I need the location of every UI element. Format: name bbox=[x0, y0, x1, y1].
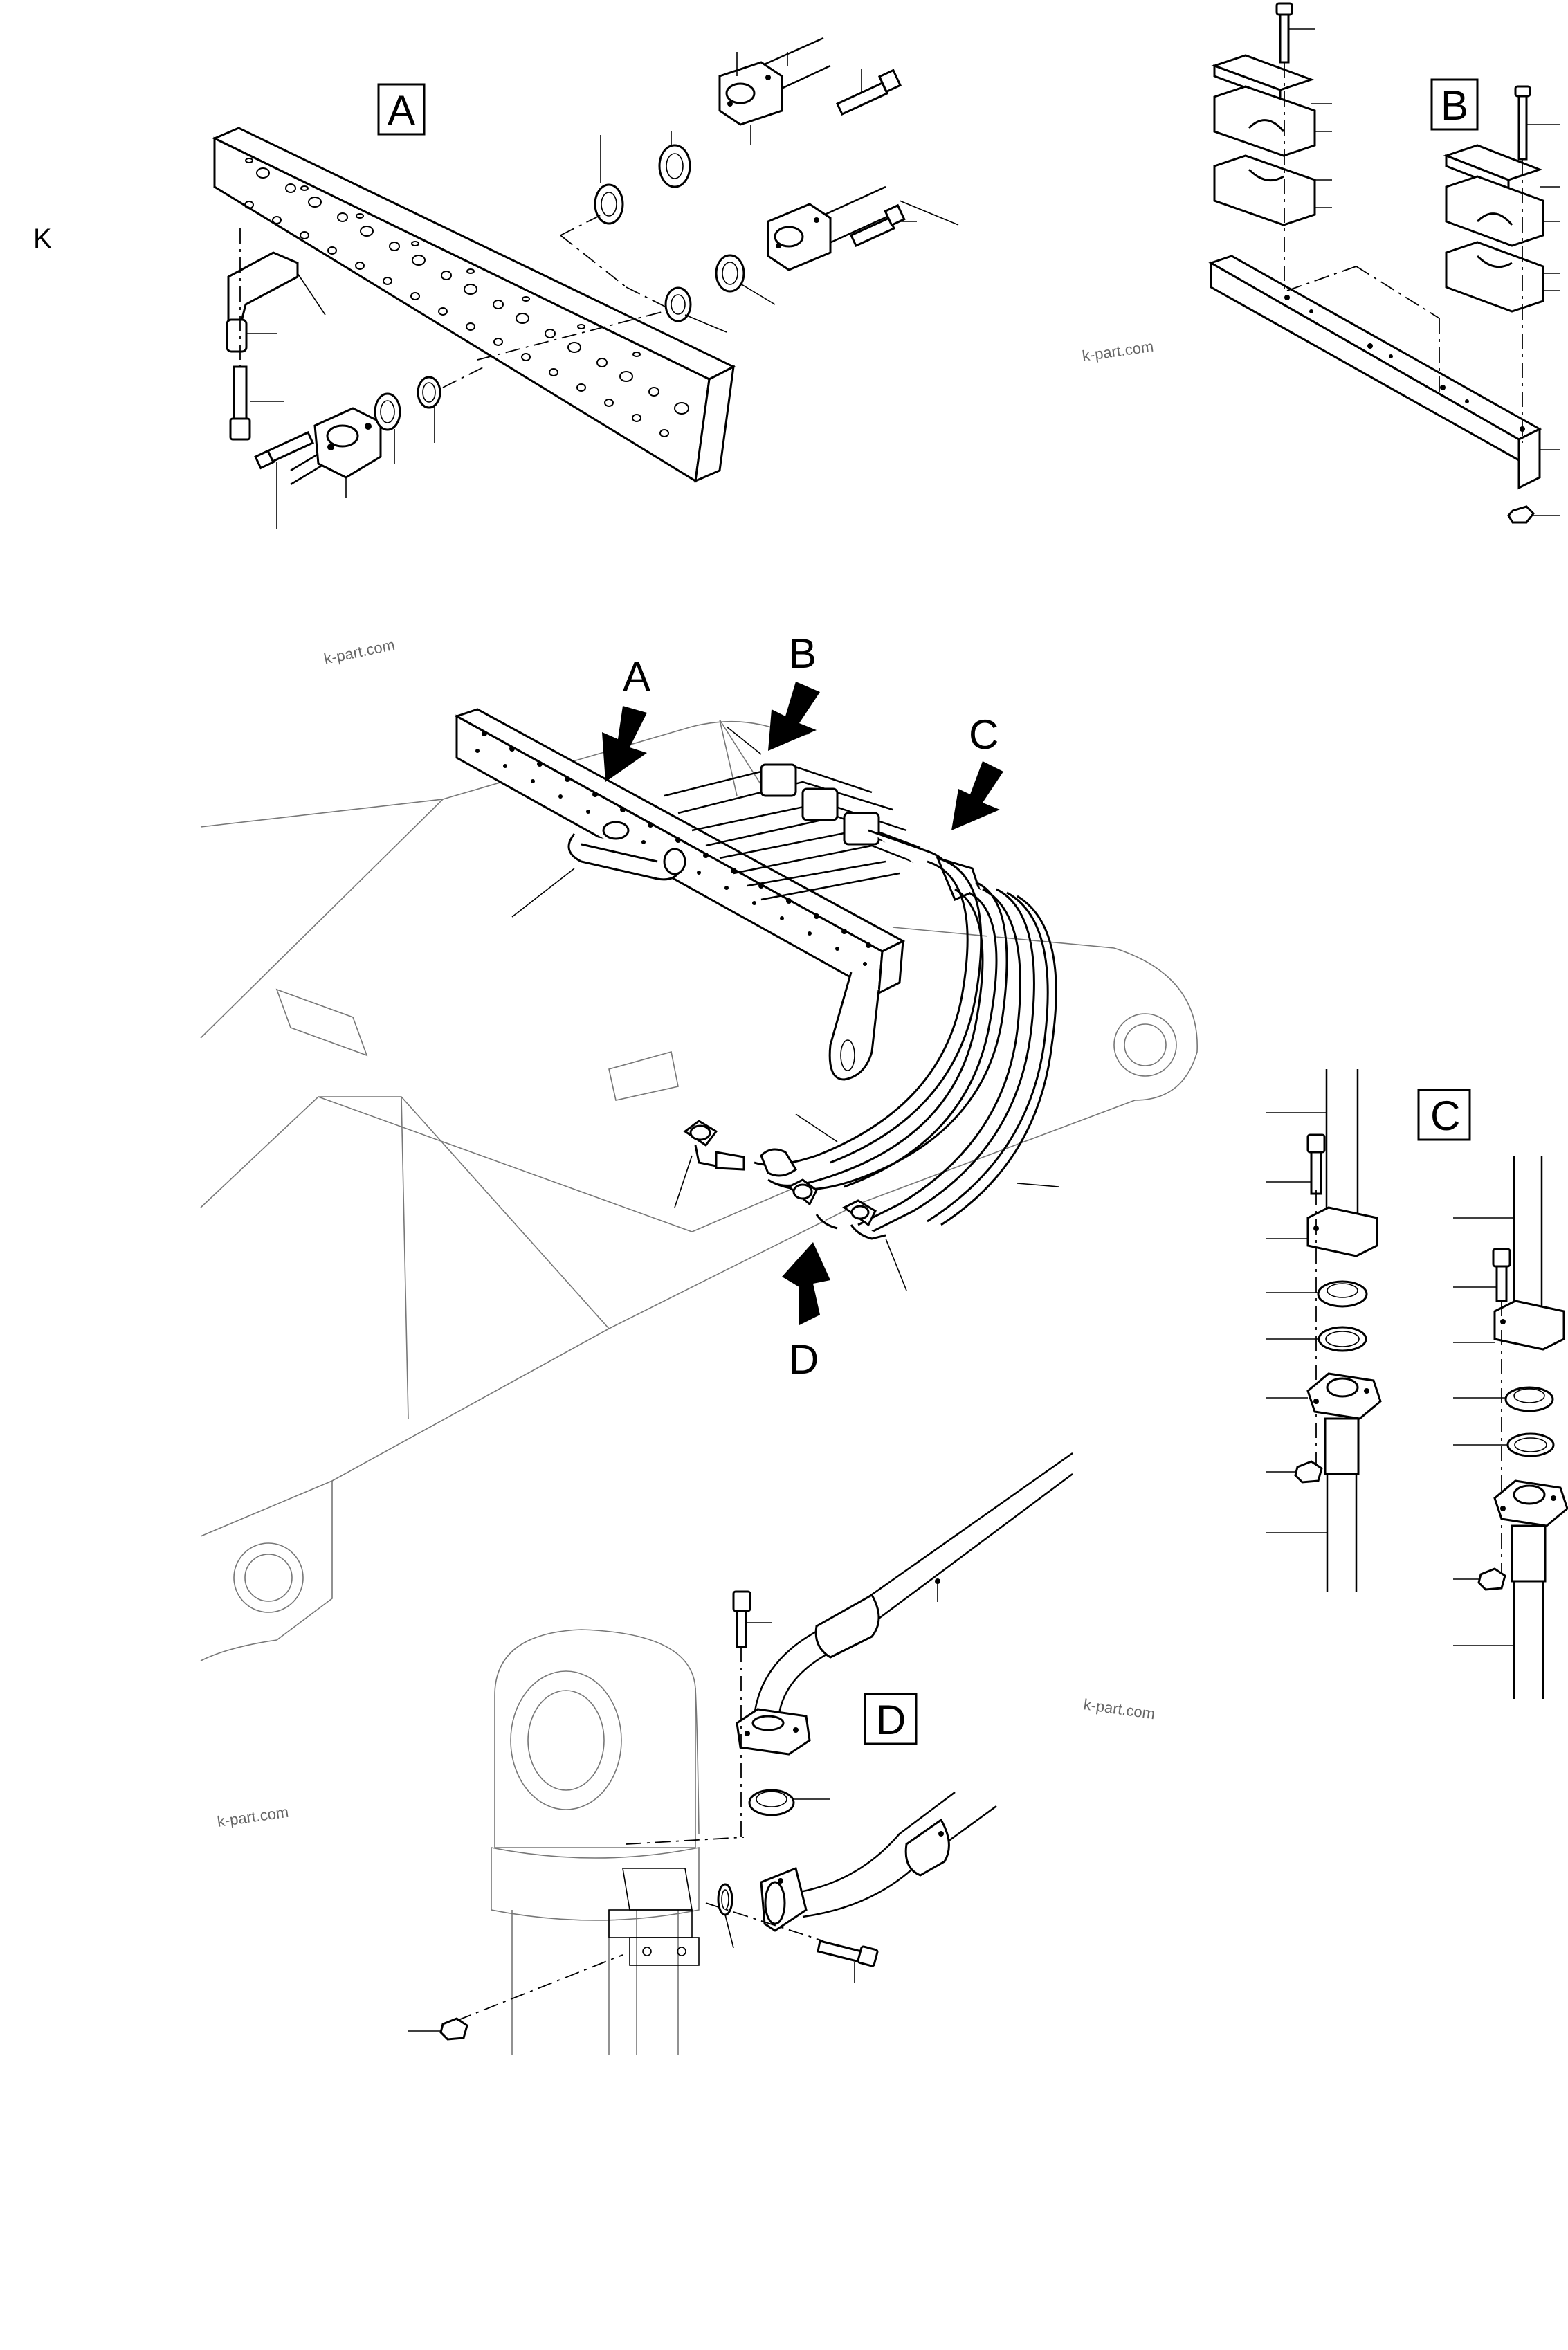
bolt-c-left bbox=[1266, 1133, 1326, 1467]
detail-d: D bbox=[408, 1452, 1073, 2055]
bolt-a-vertical bbox=[229, 228, 284, 441]
seal-c-right-1 bbox=[1453, 1386, 1554, 1412]
arm-body-outline bbox=[200, 719, 1198, 1661]
seal-ring-a-upper-4 bbox=[477, 286, 727, 361]
seal-c-right-2 bbox=[1453, 1432, 1555, 1457]
detail-c: C bbox=[1266, 1069, 1568, 1699]
detail-c-label: C bbox=[1430, 1093, 1460, 1139]
nut-d bbox=[408, 1954, 623, 2041]
hose-d-top bbox=[736, 1452, 1073, 1756]
detail-b-label: B bbox=[1441, 82, 1468, 129]
arrow-a-label: A bbox=[623, 653, 650, 700]
pipe-c-left bbox=[1266, 1069, 1378, 1257]
seal-d-side bbox=[717, 1883, 734, 1949]
bolt-d-top bbox=[732, 1590, 772, 1841]
clamp-stack-b-right bbox=[1286, 85, 1560, 443]
flange-a-lower bbox=[290, 407, 382, 498]
seal-ring-a-lower-1 bbox=[374, 392, 401, 464]
watermark-1: k-part.com bbox=[1081, 338, 1154, 365]
angle-bar-b bbox=[1208, 255, 1560, 490]
seal-ring-a-lower-2 bbox=[417, 366, 485, 443]
nut-b bbox=[1507, 505, 1560, 524]
bolt-a-upper-1 bbox=[836, 69, 902, 116]
bolt-a-upper-2 bbox=[850, 203, 917, 247]
cylinder-eye bbox=[491, 1629, 700, 2055]
bolt-a-horizontal bbox=[254, 431, 314, 529]
main-assembly: A B C D bbox=[200, 630, 1198, 1661]
seal-d-top bbox=[748, 1789, 830, 1816]
detail-a-label: A bbox=[388, 87, 415, 134]
seal-c-left-2 bbox=[1266, 1326, 1367, 1352]
arrow-d: D bbox=[782, 1242, 830, 1383]
beam-tubes bbox=[664, 726, 981, 901]
hose-bundle bbox=[754, 857, 1059, 1233]
watermark-4: k-part.com bbox=[216, 1803, 289, 1830]
arrow-c-label: C bbox=[969, 711, 999, 758]
seal-ring-a-upper-1 bbox=[658, 131, 691, 188]
arrow-a: A bbox=[602, 653, 650, 782]
arrow-b-label: B bbox=[789, 630, 817, 677]
main-beam bbox=[454, 708, 906, 1081]
watermark-2: k-part.com bbox=[322, 636, 396, 668]
u-bracket bbox=[511, 821, 686, 918]
detail-b: B bbox=[1208, 2, 1560, 524]
hose-d-side bbox=[760, 1792, 997, 1932]
tube-a-upper-1 bbox=[718, 37, 831, 145]
axis-d-top bbox=[626, 1837, 745, 1845]
tube-a-upper-2 bbox=[767, 185, 959, 271]
detail-a: A bbox=[212, 37, 959, 529]
nut-c-right bbox=[1453, 1567, 1506, 1591]
nut-c-left bbox=[1266, 1460, 1323, 1484]
arrow-b: B bbox=[768, 630, 820, 751]
seal-ring-a-upper-2 bbox=[560, 135, 627, 288]
hose-end-fittings bbox=[674, 1120, 907, 1291]
flange-c-left bbox=[1266, 1372, 1382, 1592]
spacer-sleeve-a bbox=[226, 318, 277, 353]
clamp-stack-b-left bbox=[1211, 2, 1332, 294]
bolt-d-side bbox=[705, 1902, 879, 1983]
seal-c-left-1 bbox=[1266, 1280, 1368, 1308]
bolt-c-right bbox=[1453, 1248, 1511, 1578]
watermark-3: k-part.com bbox=[1082, 1695, 1156, 1722]
detail-d-label: D bbox=[876, 1697, 906, 1743]
pipe-c-right bbox=[1453, 1156, 1565, 1351]
corner-letter: K bbox=[33, 224, 52, 254]
arrow-c: C bbox=[951, 711, 1003, 830]
perforated-beam-a bbox=[212, 127, 736, 483]
flange-c-right bbox=[1453, 1479, 1568, 1699]
arrow-d-label: D bbox=[789, 1336, 819, 1383]
seal-ring-a-upper-3 bbox=[715, 254, 776, 305]
